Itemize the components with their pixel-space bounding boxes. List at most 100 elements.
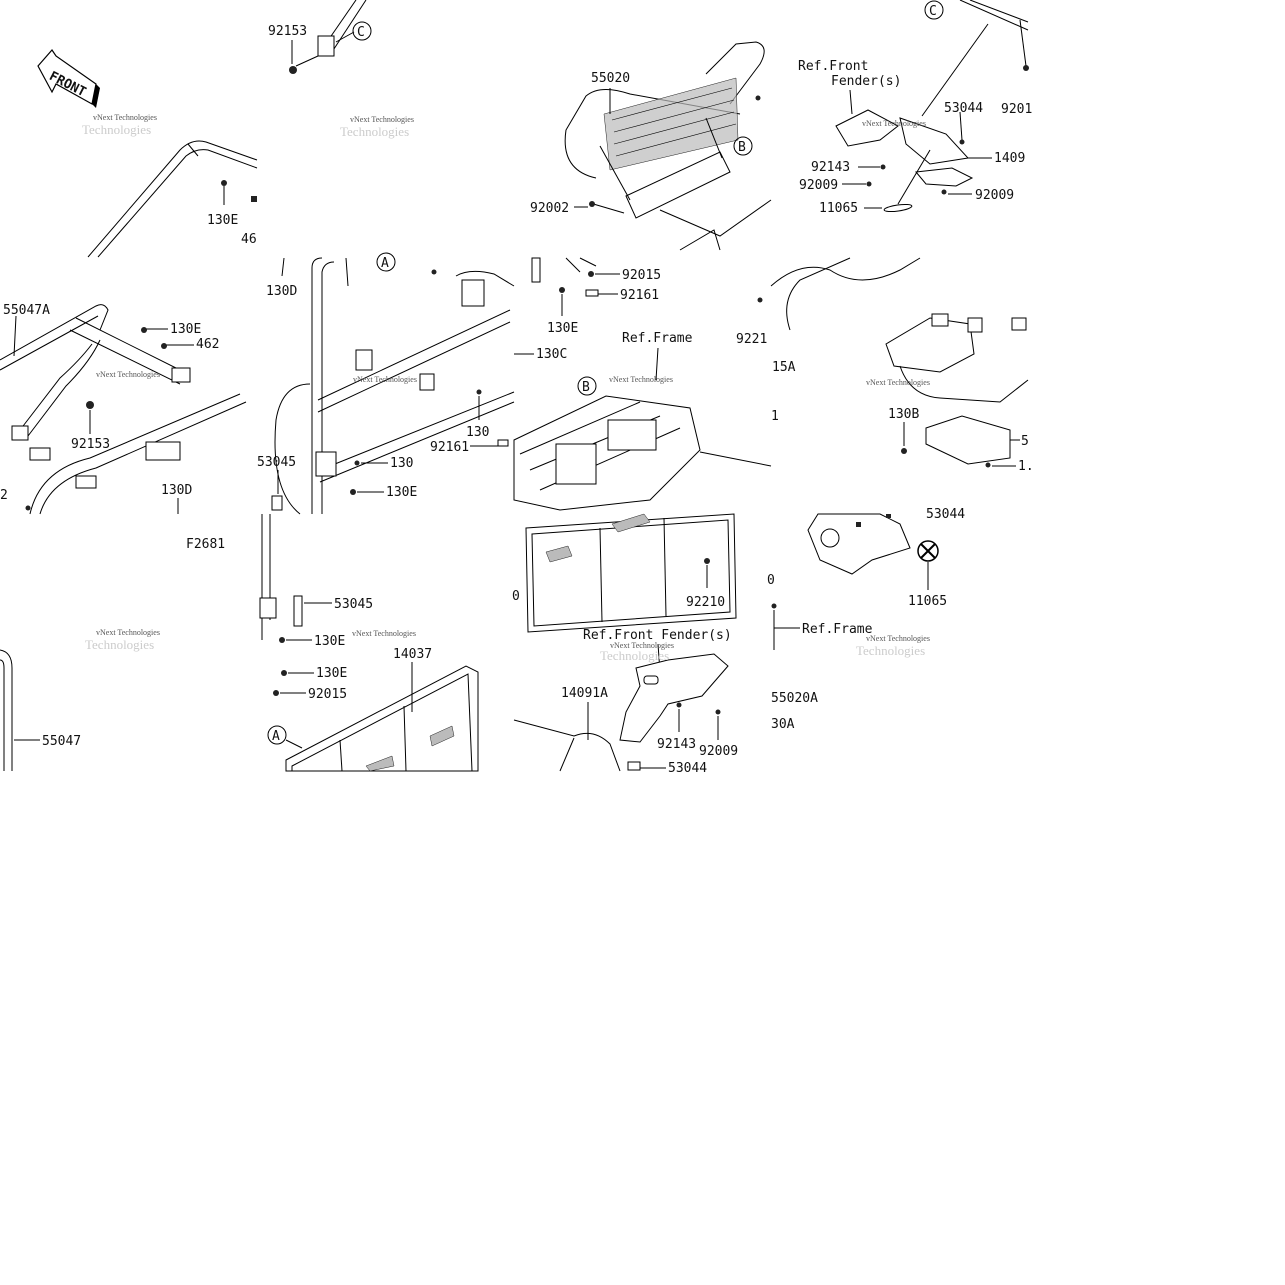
label-130B: 130B (888, 407, 919, 422)
svg-text:vNext Technologies: vNext Technologies (609, 375, 673, 384)
tile-roll-bar-bolt: C 92153 vNext Technologies Technologies (268, 0, 414, 139)
callout-A-2: A (272, 729, 280, 744)
label-53045-2: 53045 (334, 597, 373, 612)
label-92009: 92009 (799, 178, 838, 193)
label-92210: 92210 (686, 595, 725, 610)
label-53044: 53044 (944, 101, 983, 116)
label-92015-2: 92015 (308, 687, 347, 702)
watermark: vNext Technologies (609, 375, 673, 384)
label-130D-2: 130D (266, 284, 297, 299)
svg-text:vNext Technologies: vNext Technologies (96, 370, 160, 379)
label-92009-b: 92009 (975, 188, 1014, 203)
callout-B-2: B (582, 380, 590, 395)
cap-plug-icon (917, 540, 939, 562)
front-arrow-icon: FRONT (37, 49, 100, 108)
tile-side-frame: A 130D 130C 130 92161 53045 130 130E vNe… (257, 252, 567, 515)
label-130E-5: 130E (314, 634, 345, 649)
label-92161: 92161 (430, 440, 469, 455)
svg-text:Technologies: Technologies (340, 124, 409, 139)
label-46: 46 (241, 232, 257, 247)
label-55047: 55047 (42, 734, 81, 749)
label-11065: 11065 (819, 201, 858, 216)
label-14037: 14037 (393, 647, 432, 662)
label-0: 0 (512, 589, 520, 604)
label-fender-s: Fender(s) (831, 74, 901, 89)
label-55020A: 55020A (771, 691, 818, 706)
svg-text:vNext Technologies: vNext Technologies (353, 375, 417, 384)
label-9201: 9201 (1001, 102, 1032, 117)
label-55047A: 55047A (3, 303, 50, 318)
tile-rear-screen: 53045 130E 130E 92015 14037 A vNext Tech… (259, 514, 479, 772)
svg-text:vNext Technologies: vNext Technologies (610, 641, 674, 650)
svg-text:Technologies: Technologies (85, 637, 154, 652)
watermark: vNext Technologies Technologies (856, 634, 930, 658)
label-55020: 55020 (591, 71, 630, 86)
callout-C-2: C (929, 4, 937, 19)
callout-C: C (357, 25, 365, 40)
watermark: vNext Technologies (862, 119, 926, 128)
tile-front-fender: Ref.Front Fender(s) 92143 92009 14091A 5… (512, 589, 738, 776)
label-92015: 92015 (622, 268, 661, 283)
label-5: 5 (1021, 434, 1029, 449)
figure-code: F2681 (186, 537, 225, 552)
label-ref-front: Ref.Front (798, 59, 868, 74)
label-130-2: 130 (390, 456, 413, 471)
label-11065-2: 11065 (908, 594, 947, 609)
watermark: vNext Technologies Technologies (82, 113, 157, 137)
label-92153: 92153 (268, 24, 307, 39)
callout-B: B (738, 140, 746, 155)
label-130E-3: 130E (386, 485, 417, 500)
label-53044-3: 53044 (926, 507, 965, 522)
svg-text:Technologies: Technologies (856, 643, 925, 658)
svg-text:vNext Technologies: vNext Technologies (352, 629, 416, 638)
label-0-2: 0 (767, 573, 775, 588)
tile-fender-cap: 53044 11065 Ref.Frame 55020A 30A 0 vNext… (767, 507, 965, 732)
svg-text:vNext Technologies: vNext Technologies (866, 634, 930, 643)
label-14091A: 14091A (561, 686, 608, 701)
label-53045: 53045 (257, 455, 296, 470)
svg-text:vNext Technologies: vNext Technologies (350, 115, 414, 124)
label-92009-c: 92009 (699, 744, 738, 759)
watermark: vNext Technologies (353, 375, 417, 384)
label-130E-2: 130E (170, 322, 201, 337)
tile-frame-screen: 92015 92161 130E Ref.Frame B 92210 vNext… (513, 257, 772, 633)
label-130E-6: 130E (316, 666, 347, 681)
label-ref-front-fender: Ref.Front Fender(s) (583, 628, 732, 643)
label-130D: 130D (161, 483, 192, 498)
watermark: vNext Technologies (352, 629, 416, 638)
label-53044-2: 53044 (668, 761, 707, 776)
label-92002: 92002 (530, 201, 569, 216)
label-92143-2: 92143 (657, 737, 696, 752)
svg-text:Technologies: Technologies (82, 122, 151, 137)
watermark: vNext Technologies Technologies (600, 641, 674, 663)
label-92161-2: 92161 (620, 288, 659, 303)
watermark: vNext Technologies (866, 378, 930, 387)
label-92153-2: 92153 (71, 437, 110, 452)
label-92143: 92143 (811, 160, 850, 175)
label-2: 2 (0, 488, 8, 503)
svg-text:vNext Technologies: vNext Technologies (93, 113, 157, 122)
label-15A: 15A (772, 360, 796, 375)
tile-front-roll-bar: FRONT 130E 46 vNext Technologies Technol… (37, 49, 258, 258)
svg-text:vNext Technologies: vNext Technologies (866, 378, 930, 387)
svg-text:vNext Technologies: vNext Technologies (862, 119, 926, 128)
label-9221: 9221 (736, 332, 767, 347)
watermark: vNext Technologies Technologies (340, 115, 414, 139)
label-ref-frame-2: Ref.Frame (802, 622, 873, 637)
label-ref-frame: Ref.Frame (622, 331, 693, 346)
label-462: 462 (196, 337, 219, 352)
tile-side-bar: F2681 55047 vNext Technologies Technolog… (0, 537, 225, 771)
label-130: 130 (466, 425, 489, 440)
tile-front-fender-cover: C 9201 Ref.Front Fender(s) 53044 92143 9… (798, 0, 1032, 216)
label-30A: 30A (771, 717, 795, 732)
label-130C: 130C (536, 347, 567, 362)
label-1: 1 (771, 409, 779, 424)
watermark: vNext Technologies (96, 370, 160, 379)
tile-rear-bar: 130E 462 55047A 92153 130D 2 vNext Techn… (0, 303, 247, 515)
callout-A: A (381, 256, 389, 271)
label-1409: 1409 (994, 151, 1025, 166)
label-1-dot: 1. (1018, 459, 1034, 474)
tile-skid-plate: 5 130B 1. 9221 15A 1 vNext Technologies (736, 257, 1034, 474)
label-130E: 130E (207, 213, 238, 228)
